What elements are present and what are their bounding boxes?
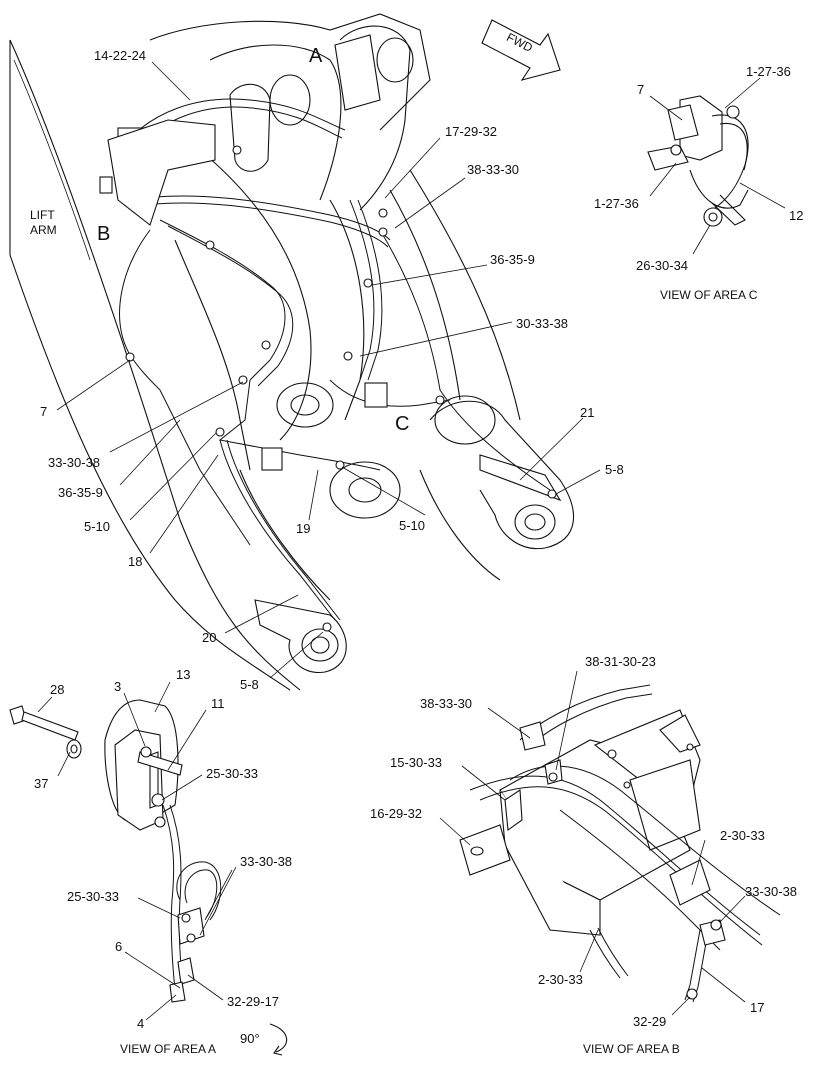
- callout-label: 30-33-38: [516, 316, 568, 331]
- callout-label: 2-30-33: [538, 972, 583, 987]
- callout-label: 36-35-9: [58, 485, 103, 500]
- callout-label: 33-30-38: [48, 455, 100, 470]
- callout-label: 33-30-38: [745, 884, 797, 899]
- callout-label: 21: [580, 405, 594, 420]
- callout-label: 19: [296, 521, 310, 536]
- callout-label: 5-8: [240, 677, 259, 692]
- callout-label: 25-30-33: [206, 766, 258, 781]
- view-area-a-caption: VIEW OF AREA A: [120, 1042, 216, 1056]
- callout-label: 38-33-30: [467, 162, 519, 177]
- callout-label: 7: [40, 404, 47, 419]
- rotation-label: 90°: [240, 1031, 260, 1046]
- area-a-marker: A: [309, 45, 323, 67]
- callout-leaders: [56, 61, 601, 679]
- area-c-marker: C: [395, 413, 409, 435]
- callout-label: 18: [128, 554, 142, 569]
- callout-label: 36-35-9: [490, 252, 535, 267]
- rotate-90-icon: 90°: [240, 1023, 288, 1056]
- callout-label: 4: [137, 1016, 144, 1031]
- callout-label: 2-30-33: [720, 828, 765, 843]
- forward-arrow-icon: FWD: [481, 19, 561, 81]
- callout-label: 26-30-34: [636, 258, 688, 273]
- callout-label: 11: [211, 696, 225, 711]
- view-area-b-drawing: [459, 684, 781, 1003]
- callout-label: 17-29-32: [445, 124, 497, 139]
- lift-arm-label: LIFT: [30, 208, 55, 222]
- view-area-c-caption: VIEW OF AREA C: [660, 288, 758, 302]
- callout-label: 33-30-38: [240, 854, 292, 869]
- callout-label: 1-27-36: [746, 64, 791, 79]
- callout-label: 32-29: [633, 1014, 666, 1029]
- callout-label: 5-8: [605, 462, 624, 477]
- view-area-b-caption: VIEW OF AREA B: [583, 1042, 680, 1056]
- callout-label: 25-30-33: [67, 889, 119, 904]
- callout-label: 5-10: [84, 519, 110, 534]
- view-area-a-leaders: [37, 681, 237, 1021]
- callout-label: 20: [202, 630, 216, 645]
- callout-label: 16-29-32: [370, 806, 422, 821]
- view-area-a-drawing: [9, 699, 233, 1003]
- callout-label: 15-30-33: [390, 755, 442, 770]
- callout-label: 32-29-17: [227, 994, 279, 1009]
- view-area-c-drawing: [647, 95, 749, 227]
- callout-label: 7: [637, 82, 644, 97]
- callout-label: 17: [750, 1000, 764, 1015]
- view-area-b-leaders: [439, 670, 746, 1016]
- area-b-marker: B: [97, 223, 110, 245]
- view-area-c-leaders: [649, 77, 786, 255]
- callout-label: 3: [114, 679, 121, 694]
- callout-label: 12: [789, 208, 803, 223]
- callout-label: 13: [176, 667, 190, 682]
- callout-label: 37: [34, 776, 48, 791]
- callout-label: 38-33-30: [420, 696, 472, 711]
- callout-label: 38-31-30-23: [585, 654, 656, 669]
- lift-arm-label: ARM: [30, 223, 57, 237]
- callout-label: 5-10: [399, 518, 425, 533]
- callout-label: 14-22-24: [94, 48, 146, 63]
- callout-label: 1-27-36: [594, 196, 639, 211]
- callout-label: 28: [50, 682, 64, 697]
- callout-label: 6: [115, 939, 122, 954]
